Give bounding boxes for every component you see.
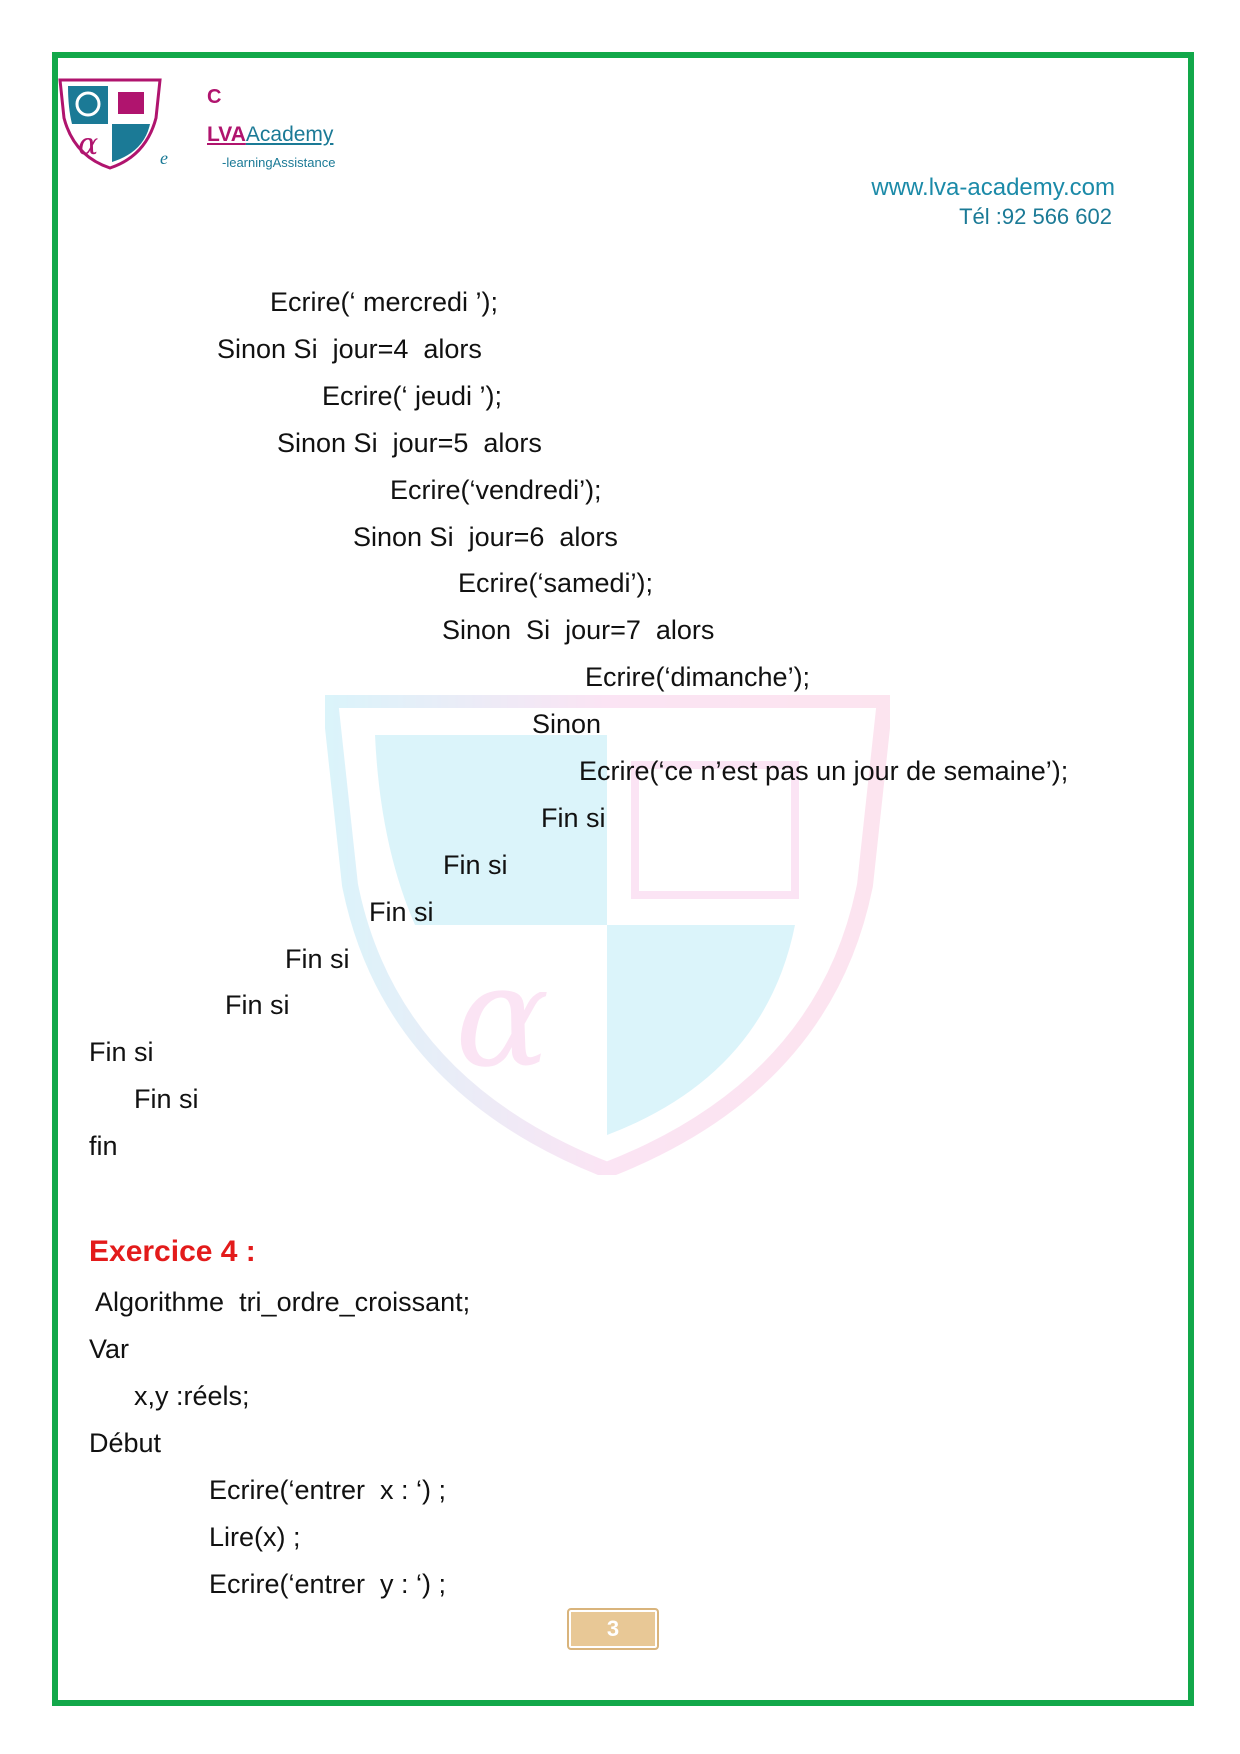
code-line: Fin si xyxy=(369,897,434,927)
code-line: Ecrire(‘ce n’est pas un jour de semaine’… xyxy=(579,756,1069,786)
svg-text:α: α xyxy=(78,127,98,162)
svg-text:α: α xyxy=(455,936,550,1099)
code-line: Début xyxy=(89,1428,162,1458)
code-line: Fin si xyxy=(134,1084,199,1114)
code-line: x,y :réels; xyxy=(134,1381,250,1411)
code-line: Lire(x) ; xyxy=(209,1522,301,1552)
code-line: Sinon xyxy=(532,709,602,739)
brand-c: C xyxy=(207,86,222,108)
code-line: Ecrire(‘samedi’); xyxy=(458,568,654,598)
code-line: Ecrire(‘ jeudi ’); xyxy=(322,381,503,411)
code-line: Algorithme tri_ordre_croissant; xyxy=(89,1287,471,1317)
website-link[interactable]: www.lva-academy.com xyxy=(871,174,1115,201)
brand-name: LVAAcademy xyxy=(207,123,333,147)
code-line: Ecrire(‘ mercredi ’); xyxy=(270,287,499,317)
brand-academy: Academy xyxy=(245,123,334,146)
code-line: Sinon Si jour=7 alors xyxy=(442,615,715,645)
code-line: Fin si xyxy=(225,990,290,1020)
code-line: Fin si xyxy=(443,850,508,880)
watermark-shield-logo: α xyxy=(325,695,890,1175)
code-line: Ecrire(‘entrer y : ‘) ; xyxy=(209,1569,447,1599)
code-line: Fin si xyxy=(89,1037,154,1067)
code-line: Fin si xyxy=(541,803,606,833)
code-line: Ecrire(‘entrer x : ‘) ; xyxy=(209,1475,447,1505)
code-line: fin xyxy=(89,1131,118,1161)
brand-lva: LVA xyxy=(207,123,246,146)
code-line: Ecrire(‘vendredi’); xyxy=(390,475,602,505)
page-border xyxy=(52,52,1194,1706)
exercise-heading: Exercice 4 : xyxy=(89,1235,256,1268)
code-line: Var xyxy=(89,1334,130,1364)
code-line: Sinon Si jour=4 alors xyxy=(217,334,482,364)
code-line: Ecrire(‘dimanche’); xyxy=(585,662,811,692)
code-line: Sinon Si jour=6 alors xyxy=(353,522,618,552)
brand-tagline: -learningAssistance xyxy=(222,155,336,170)
code-line: Fin si xyxy=(285,944,350,974)
page-number: 3 xyxy=(567,1608,659,1650)
brand-e: e xyxy=(160,148,168,168)
lva-logo-icon: α xyxy=(58,78,162,170)
code-line: Sinon Si jour=5 alors xyxy=(277,428,542,458)
phone-number: Tél :92 566 602 xyxy=(959,204,1112,229)
